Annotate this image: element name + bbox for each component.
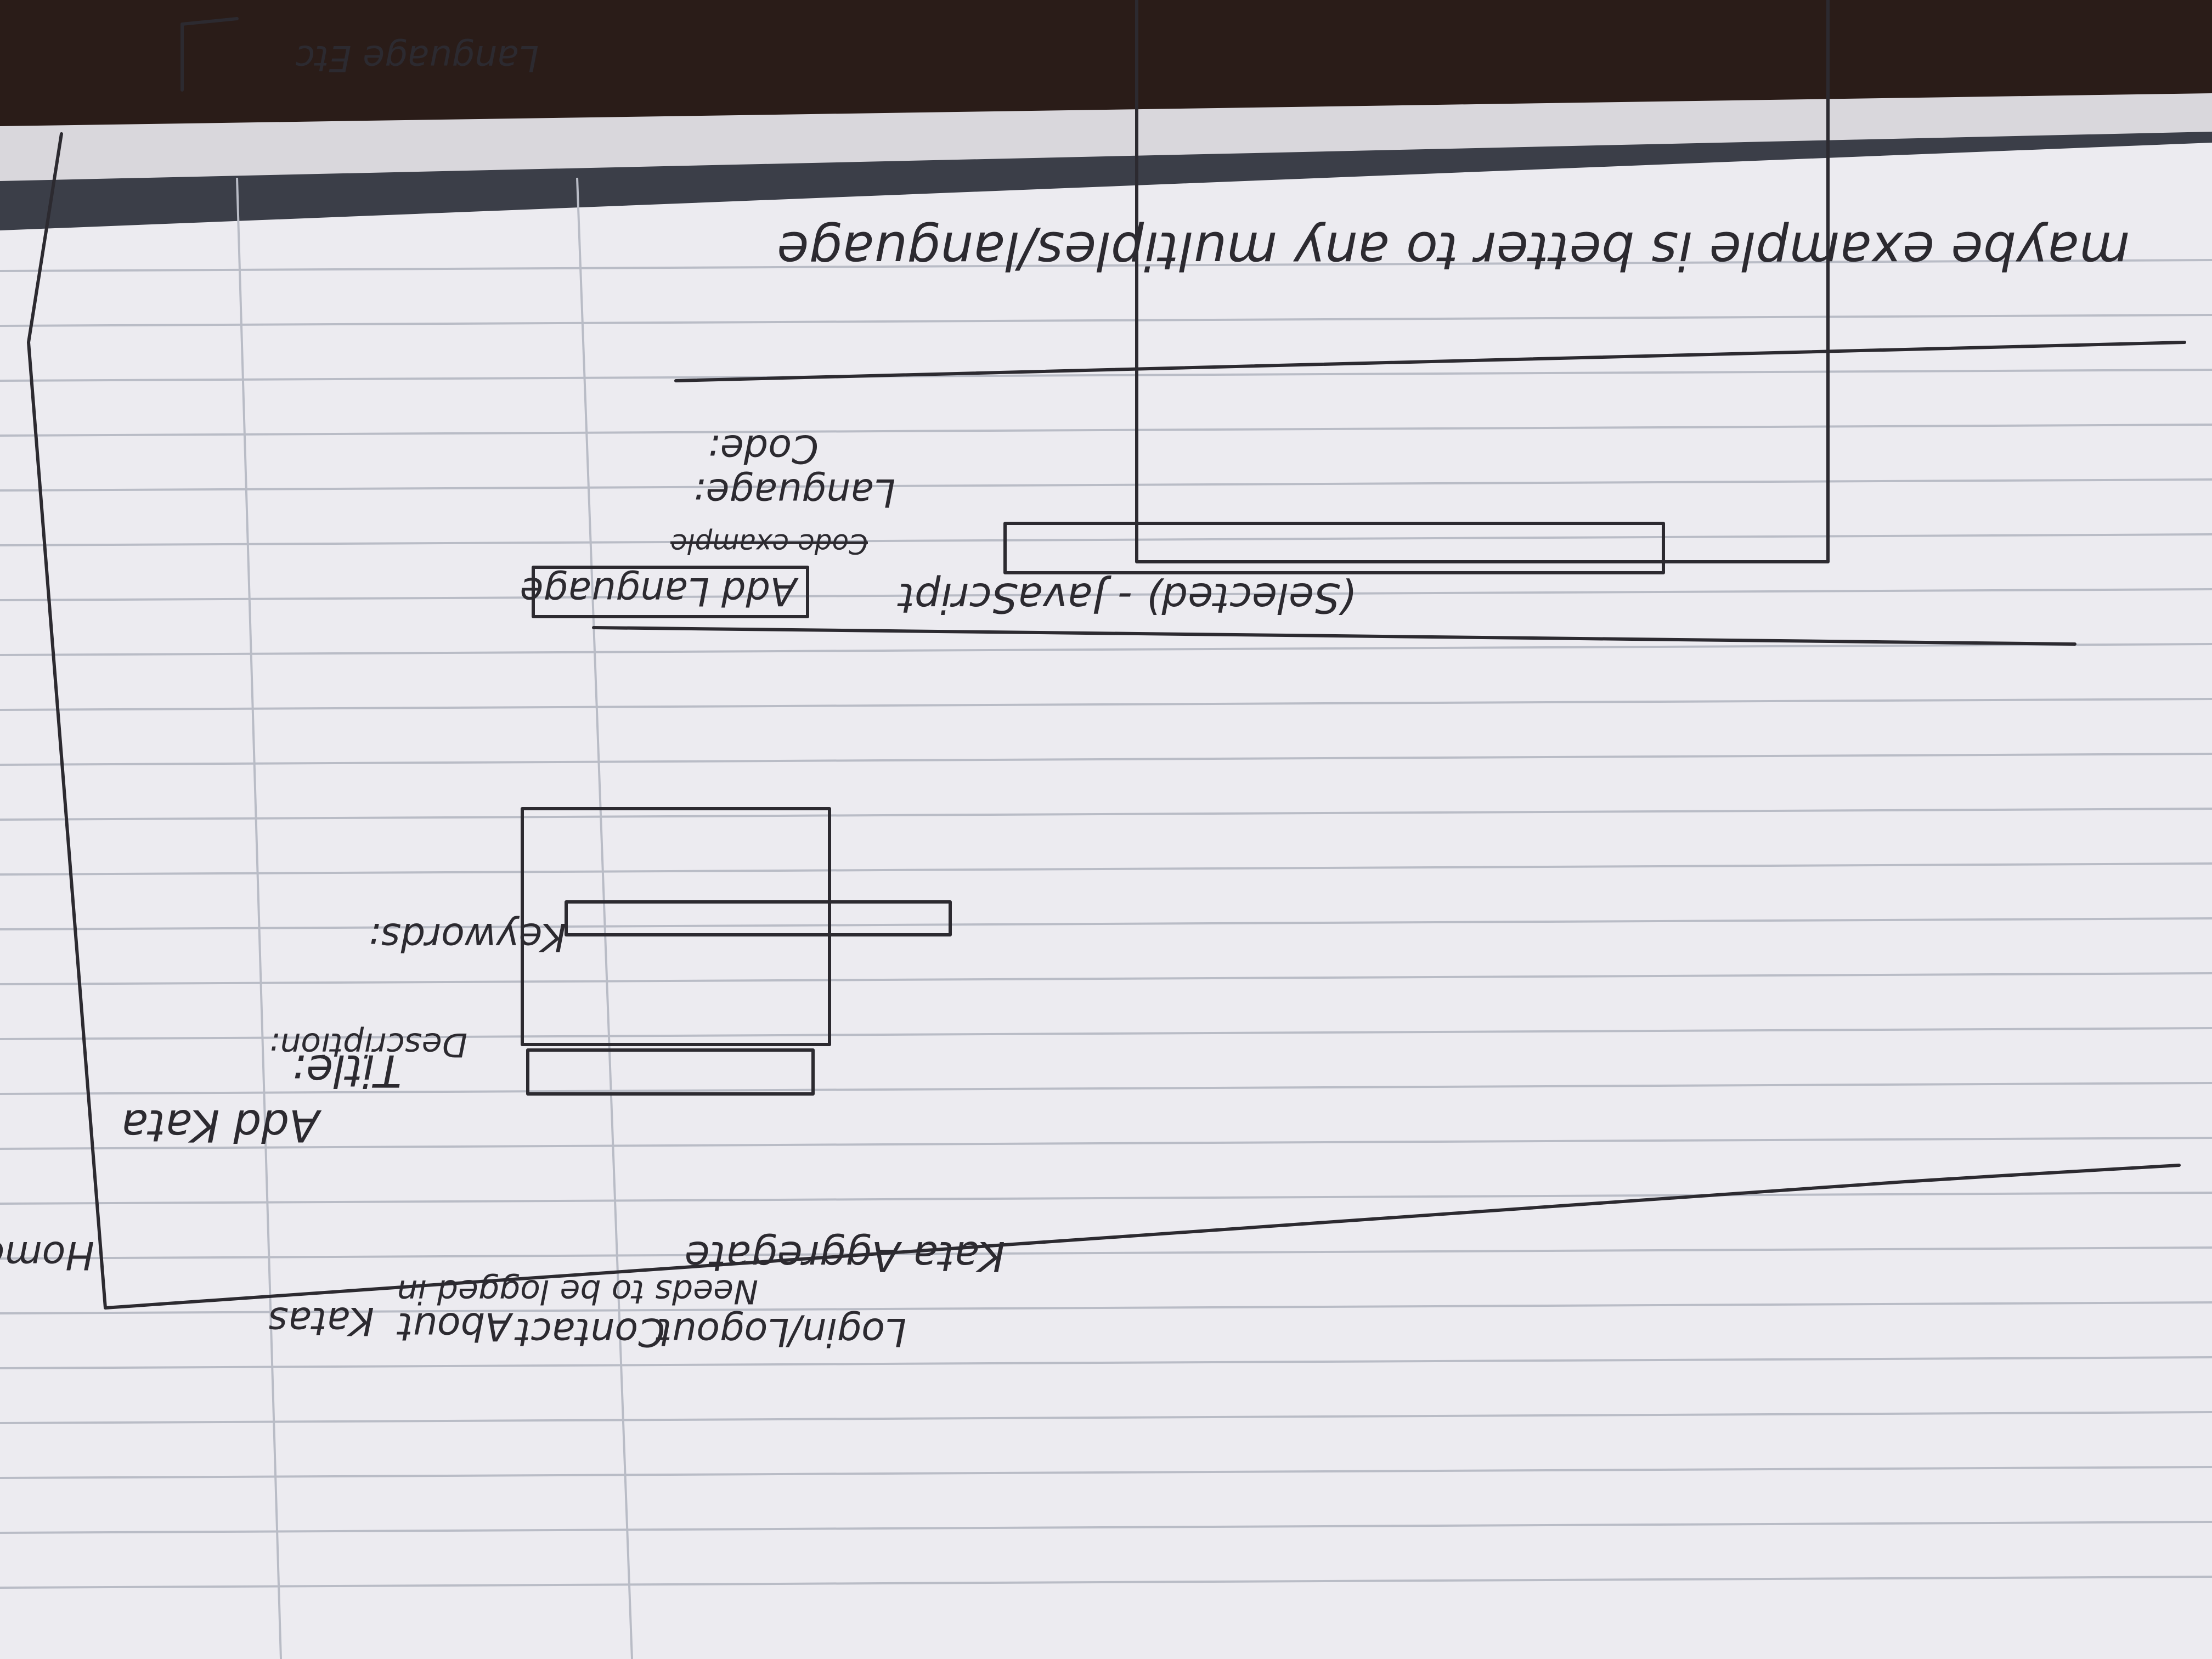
add-language-button-box[interactable] [532, 566, 809, 618]
footer-outline [180, 17, 239, 92]
title-input[interactable] [526, 1048, 815, 1096]
nav-link-katas[interactable]: Katas [268, 1299, 374, 1344]
description-input[interactable] [521, 807, 831, 1046]
selected-language-text: (Selected) - JavaScript [897, 574, 1356, 622]
nav-link-login-logout[interactable]: Login/Logout [656, 1310, 906, 1355]
form-heading: Add Kata [121, 1100, 322, 1151]
language-label: Language: [693, 470, 895, 515]
nav-note: Needs to be logged in [397, 1272, 758, 1311]
note-divider [674, 341, 2186, 382]
keywords-input[interactable] [565, 900, 952, 936]
language-input[interactable] [1003, 522, 1665, 574]
footer-text: Language Etc [295, 37, 539, 78]
frame-outline [27, 132, 2181, 1310]
keywords-label: Keywords: [368, 915, 566, 960]
code-input[interactable] [1135, 0, 1830, 563]
nav-link-home[interactable]: Home [0, 1233, 94, 1278]
title-label: Title: [291, 1045, 402, 1096]
add-language-button[interactable]: Add Language [520, 569, 799, 614]
nav-brand[interactable]: Kata Aggregate [685, 1232, 1005, 1280]
ruled-lines [0, 177, 2212, 1659]
nav-link-contact[interactable]: Contact [514, 1310, 665, 1355]
code-label: Code: [707, 426, 819, 471]
section-divider [592, 626, 2076, 646]
bottom-note: maybe example is better to any multiples… [777, 220, 2130, 280]
description-label: Description: [269, 1025, 467, 1064]
nav-link-about[interactable]: About [396, 1304, 514, 1349]
struck-code-example: Code example [670, 528, 868, 560]
